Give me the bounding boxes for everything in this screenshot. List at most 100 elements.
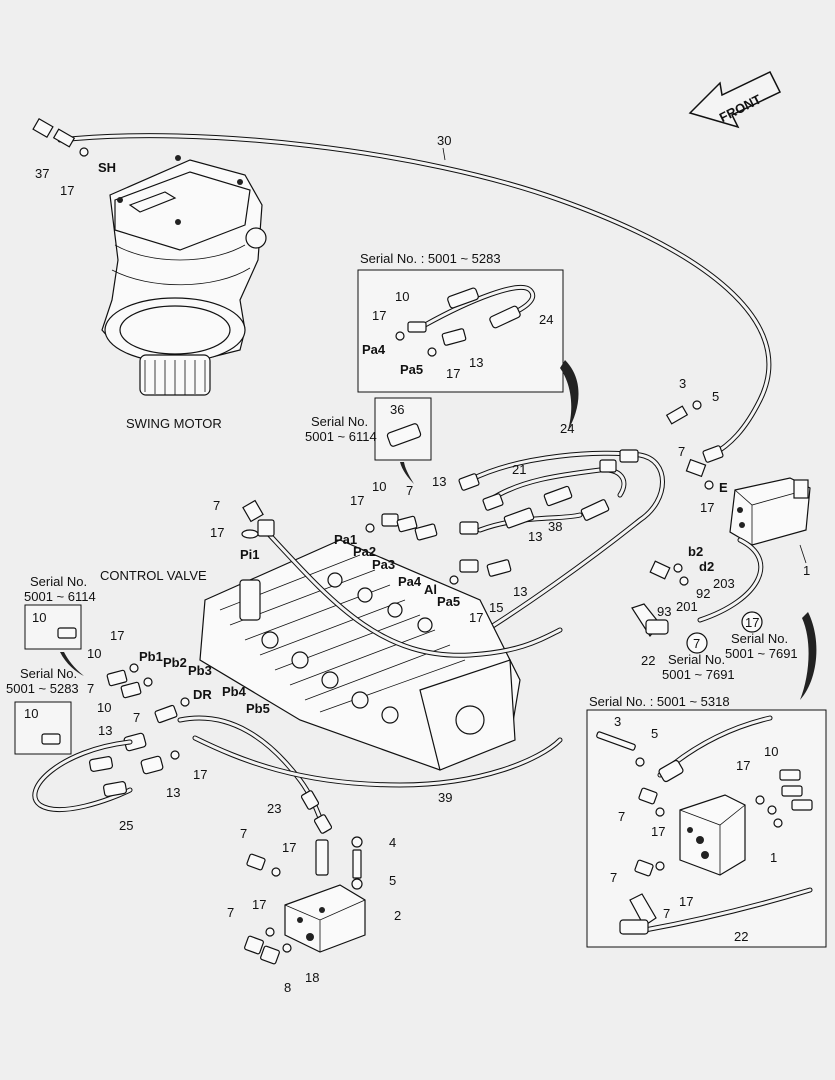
port-Pa5: Pa5 [437, 594, 460, 609]
serial-note-5283-left-2: 5001 ~ 5283 [6, 681, 79, 696]
callout-17-r: 17 [469, 610, 483, 625]
callout-7-l1: 7 [87, 681, 94, 696]
inset-callout-24: 24 [539, 312, 553, 327]
callout-17-b2: 17 [252, 897, 266, 912]
port-d2: d2 [699, 559, 714, 574]
callout-39: 39 [438, 790, 452, 805]
right-middle-parts [631, 537, 764, 638]
hose-control-diag [257, 519, 563, 658]
callout-4: 4 [389, 835, 396, 850]
serial-note-6114-left-2: 5001 ~ 6114 [24, 589, 96, 604]
callout-23: 23 [267, 801, 281, 816]
swing-motor [101, 155, 267, 396]
serial-note-7691-b-1: Serial No. [668, 652, 725, 667]
callout-15: 15 [489, 600, 503, 615]
inset-callout-10: 10 [395, 289, 409, 304]
port-Pb4: Pb4 [222, 684, 247, 699]
port-Pi1: Pi1 [240, 547, 260, 562]
port-SH: SH [98, 160, 116, 175]
serial-note-5283-left-1: Serial No. [20, 666, 77, 681]
block-2 [244, 836, 366, 965]
inset-port-Pa5: Pa5 [400, 362, 423, 377]
callout-8: 8 [284, 980, 291, 995]
callout-18: 18 [305, 970, 319, 985]
inset-r-callout-10: 10 [764, 744, 778, 759]
callout-38: 38 [548, 519, 562, 534]
callout-10-l2: 10 [97, 700, 111, 715]
circled-callout-7 [686, 632, 708, 654]
inset-r-callout-7c: 7 [663, 906, 670, 921]
inset-r-callout-17b: 17 [651, 824, 665, 839]
callout-17-top: 17 [700, 500, 714, 515]
callout-10-ls2: 10 [24, 706, 38, 721]
callout-7-l2: 7 [133, 710, 140, 725]
control-valve-title: CONTROL VALVE [100, 568, 207, 583]
inset-r-callout-7b: 7 [610, 870, 617, 885]
inset-r-callout-17a: 17 [736, 758, 750, 773]
inset-r-callout-3: 3 [614, 714, 621, 729]
inset-serial-6114-left [24, 604, 82, 650]
callout-201: 201 [676, 599, 698, 614]
pa-fittings [365, 513, 512, 585]
hose-30 [57, 133, 772, 458]
callout-25: 25 [119, 818, 133, 833]
callout-17-l: 17 [193, 767, 207, 782]
port-Pb5: Pb5 [246, 701, 270, 716]
inset-serial-5283-top [357, 269, 564, 393]
inset-r-callout-1: 1 [770, 850, 777, 865]
callout-22: 22 [641, 653, 655, 668]
front-arrow: FRONT [688, 71, 782, 129]
port-E: E [719, 480, 728, 495]
pb-fittings [106, 663, 190, 775]
callout-24: 24 [560, 421, 574, 436]
callout-13-l: 13 [98, 723, 112, 738]
serial-note-6114-mid-2: 5001 ~ 6114 [305, 429, 377, 444]
callout-30: 30 [437, 133, 451, 148]
callout-7-top: 7 [678, 444, 685, 459]
port-Pb2: Pb2 [163, 655, 187, 670]
inset-r-callout-7a: 7 [618, 809, 625, 824]
callout-7-pi: 7 [213, 498, 220, 513]
inset-r-callout-22: 22 [734, 929, 748, 944]
port-DR: DR [193, 687, 212, 702]
inset-callout-17b: 17 [446, 366, 460, 381]
inset-serial-6114-part36 [374, 397, 432, 461]
port-Pa2: Pa2 [353, 544, 376, 559]
serial-note-7691-b-2: 5001 ~ 7691 [662, 667, 735, 682]
callout-13-a: 13 [432, 474, 446, 489]
callout-1: 1 [803, 563, 810, 578]
hose-lower-group [32, 715, 563, 834]
control-valve [199, 539, 521, 771]
hose-group-upper [458, 449, 665, 643]
inset-r-callout-17c: 17 [679, 894, 693, 909]
callout-13-l2: 13 [166, 785, 180, 800]
inset-serial-5318 [586, 709, 827, 948]
callout-7-b2: 7 [227, 905, 234, 920]
callout-203: 203 [713, 576, 735, 591]
serial-note-5283-top: Serial No. : 5001 ~ 5283 [360, 251, 501, 266]
pi1-fitting [241, 499, 264, 539]
port-Al: Al [424, 582, 437, 597]
port-b2: b2 [688, 544, 703, 559]
callout-5-top: 5 [712, 389, 719, 404]
circled-callout-17 [741, 611, 763, 633]
port-Pa3: Pa3 [372, 557, 395, 572]
swing-motor-title: SWING MOTOR [126, 416, 222, 431]
callout-3-top: 3 [679, 376, 686, 391]
callout-17-cv: 17 [350, 493, 364, 508]
callout-93: 93 [657, 604, 671, 619]
callout-5-b: 5 [389, 873, 396, 888]
port-Pa1: Pa1 [334, 532, 357, 547]
callout-7-b1: 7 [240, 826, 247, 841]
right-upper-parts [665, 400, 811, 546]
inset-callout-17a: 17 [372, 308, 386, 323]
port-Pb3: Pb3 [188, 663, 212, 678]
callout-37: 37 [35, 166, 49, 181]
callout-17-swing: 17 [60, 183, 74, 198]
callout-92: 92 [696, 586, 710, 601]
fitting-37 [32, 117, 89, 157]
callout-17-b1: 17 [282, 840, 296, 855]
inset-callout-13: 13 [469, 355, 483, 370]
serial-note-7691-a-2: 5001 ~ 7691 [725, 646, 798, 661]
